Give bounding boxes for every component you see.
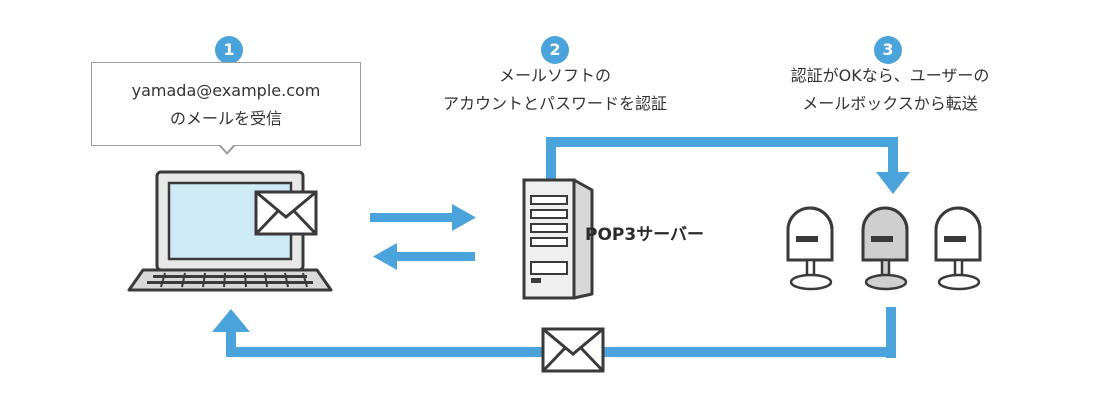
request-arrow	[370, 204, 476, 231]
forward-arrow	[546, 137, 910, 202]
response-arrow	[373, 243, 475, 270]
step-1-line-1: yamada@example.com	[131, 81, 321, 100]
server-label: POP3サーバー	[585, 225, 705, 245]
envelope-icon	[254, 190, 318, 236]
step-1-line-2: のメールを受信	[169, 109, 282, 128]
step-1-badge: 1	[215, 36, 243, 64]
mailbox-icon	[786, 206, 834, 291]
step-3-line-1: 認証がOKなら、ユーザーの	[790, 66, 990, 85]
step-2-line-2: アカウントとパスワードを認証	[442, 94, 667, 113]
envelope-icon	[541, 327, 605, 373]
step-2-badge: 2	[541, 36, 569, 64]
step-2-line-1: メールソフトの	[498, 66, 611, 85]
step-3-line-2: メールボックスから転送	[802, 94, 978, 113]
server-tower-icon	[522, 178, 594, 300]
mailbox-icon	[861, 206, 909, 291]
step-3-badge: 3	[874, 36, 902, 64]
speech-bubble	[91, 62, 361, 146]
mailbox-icon	[934, 206, 982, 291]
